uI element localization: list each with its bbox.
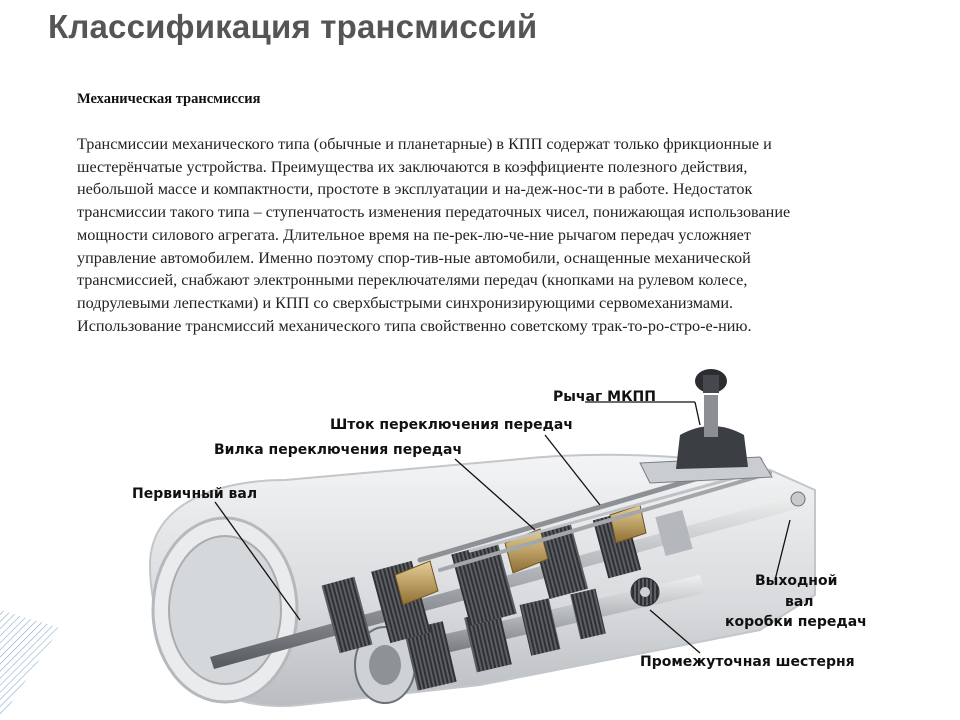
label-shift-fork: Вилка переключения передач bbox=[214, 442, 462, 458]
body-line: Трансмиссии механического типа (обычные … bbox=[77, 135, 772, 153]
label-output-line3: коробки передач bbox=[725, 614, 867, 630]
section-heading: Механическая трансмиссия bbox=[77, 91, 261, 107]
body-line: подрулевыми лепестками) и КПП со сверхбы… bbox=[77, 293, 734, 312]
body-line: трансмиссии такого типа – ступенчатость … bbox=[77, 203, 791, 222]
label-intermediate-gear: Промежуточная шестерня bbox=[640, 654, 855, 670]
label-input-shaft: Первичный вал bbox=[132, 486, 257, 502]
body-line: шестерёнчатые устройства. Преимущества и… bbox=[77, 157, 748, 176]
label-output-line1: Выходной bbox=[755, 573, 837, 589]
label-output-line2: вал bbox=[785, 594, 814, 610]
countershaft bbox=[354, 575, 705, 704]
corner-decoration bbox=[0, 610, 60, 720]
body-line: трансмиссией, снабжают электронными пере… bbox=[77, 271, 748, 290]
body-line: небольшой массе и компактности, простоте… bbox=[77, 180, 753, 199]
callout-lines bbox=[214, 401, 791, 654]
intermediate-gear bbox=[630, 577, 660, 607]
body-line: управление автомобилем. Именно поэтому с… bbox=[77, 248, 751, 267]
slide-title: Классификация трансмиссий bbox=[48, 8, 538, 45]
body-line: мощности силового агрегата. Длительное в… bbox=[77, 225, 751, 244]
label-shift-rod: Шток переключения передач bbox=[330, 417, 573, 433]
label-lever: Рычаг МКПП bbox=[553, 389, 656, 405]
gearbox-illustration: Рычаг МКПП Шток переключения передач Вил… bbox=[132, 369, 867, 708]
gear-lever bbox=[639, 369, 773, 484]
body-line: Использование трансмиссий механического … bbox=[77, 316, 752, 335]
section-body: Трансмиссии механического типа (обычные … bbox=[77, 133, 907, 337]
